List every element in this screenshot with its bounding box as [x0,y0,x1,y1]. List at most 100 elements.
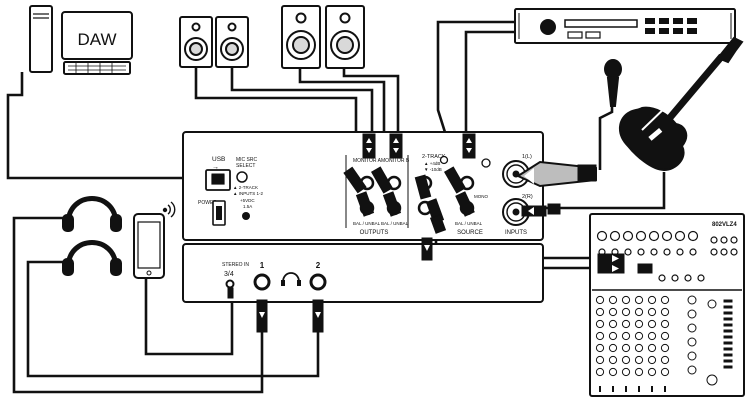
dc-sub-label: 1.5A [243,204,252,209]
mixer-xlr-jack[interactable] [609,230,621,242]
mixer-knob[interactable] [647,331,657,341]
bal-unbal-b-label: BAL / UNBAL [381,221,409,226]
mixer-top-jacks [596,230,738,282]
mixer-xlr-jack[interactable] [648,230,660,242]
mixer-master-knob[interactable] [687,323,697,333]
mixer-knob[interactable] [608,295,618,305]
phones-1-jack[interactable] [253,273,271,291]
mixer-knob[interactable] [660,355,670,365]
mixer-master-knob[interactable] [687,337,697,347]
mixer-aux-jack[interactable] [720,236,728,244]
dc-power-jack[interactable] [242,212,250,220]
mixer-knob[interactable] [634,295,644,305]
mono-button[interactable] [481,158,491,168]
mixer-knob[interactable] [608,367,618,377]
mixer-knob[interactable] [608,355,618,365]
mixer-knob[interactable] [621,319,631,329]
plug-output-down [421,237,433,261]
mixer-knob[interactable] [621,343,631,353]
mixer-knob[interactable] [608,319,618,329]
mixer-knob[interactable] [621,295,631,305]
phones-2-jack[interactable] [309,273,327,291]
mixer-knob[interactable] [595,319,605,329]
mixer-output-jack[interactable] [658,274,666,282]
mixer-output-jack[interactable] [684,274,692,282]
mixer-main-knob[interactable] [706,374,718,386]
mixer-xlr-jack[interactable] [687,230,699,242]
mixer-master-knob[interactable] [687,295,697,305]
mixer-line-jack[interactable] [663,248,671,256]
mixer-knob[interactable] [595,331,605,341]
headphones-1 [62,196,122,232]
mixer-aux-jack[interactable] [710,248,718,256]
plug-monitor-b-left [370,166,394,194]
mixer-output-jack[interactable] [697,274,705,282]
mixer-knob[interactable] [621,331,631,341]
level-switch[interactable] [439,155,449,165]
mixer-knob[interactable] [647,355,657,365]
mixer-xlr-jack[interactable] [596,230,608,242]
phones-1-number: 1 [260,261,265,270]
mixer-knob[interactable] [608,331,618,341]
mixer-knob[interactable] [608,343,618,353]
mixer-knob[interactable] [660,331,670,341]
mixer-knob[interactable] [634,331,644,341]
headphone-1-cable [12,216,264,394]
select-label: SELECT [236,163,255,169]
mixer-knob[interactable] [660,367,670,377]
mixer-knob[interactable] [595,355,605,365]
mixer-knob[interactable] [660,295,670,305]
mixer-knob[interactable] [647,319,657,329]
mixer-meter-segment [723,311,733,315]
mixer-aux-jack[interactable] [710,236,718,244]
mixer-knob[interactable] [660,343,670,353]
mixer-knob[interactable] [634,367,644,377]
plug-monitor-a-right [355,191,375,217]
mixer-knob[interactable] [621,355,631,365]
cd-knob [540,19,556,35]
mixer-knob[interactable] [647,343,657,353]
mixer-meter-segment [723,341,733,345]
speaker-b-right [325,5,365,69]
mixer-knob[interactable] [621,367,631,377]
mixer-line-jack[interactable] [637,248,645,256]
mixer-knob[interactable] [595,343,605,353]
mixer-aux-jack[interactable] [730,236,738,244]
mixer-knob[interactable] [647,295,657,305]
speaker-a-left [179,16,213,68]
mixer-knob[interactable] [647,307,657,317]
mixer-knob[interactable] [608,307,618,317]
mixer-xlr-jack[interactable] [635,230,647,242]
mixer-knob[interactable] [660,307,670,317]
bal-unbal-a-label: BAL / UNBAL [353,221,381,226]
mixer-knob[interactable] [634,319,644,329]
mixer-knob[interactable] [621,307,631,317]
mixer-line-jack[interactable] [676,248,684,256]
mixer-xlr-jack[interactable] [674,230,686,242]
mixer-knob[interactable] [660,319,670,329]
mixer-line-jack[interactable] [624,248,632,256]
mixer-master-knob[interactable] [687,309,697,319]
mixer-aux-jack[interactable] [730,248,738,256]
plug-mixer-2 [597,263,625,274]
mixer-xlr-jack[interactable] [622,230,634,242]
stereo-in-jack[interactable] [225,279,235,289]
mic-src-select-button[interactable] [236,171,248,183]
mixer-master-knob[interactable] [687,365,697,375]
mixer-line-jack[interactable] [650,248,658,256]
mixer-knob[interactable] [595,295,605,305]
mixer-knob[interactable] [634,343,644,353]
monitor-a-label: MONITOR A [353,158,382,164]
mixer-master-knob[interactable] [707,299,717,309]
mixer-line-jack[interactable] [689,248,697,256]
mixer-knob[interactable] [647,367,657,377]
mixer-aux-jack[interactable] [720,248,728,256]
mixer-knob[interactable] [595,367,605,377]
mixer-xlr-jack[interactable] [661,230,673,242]
mixer-knob[interactable] [634,307,644,317]
mixer-master-knob[interactable] [687,351,697,361]
mixer-knob[interactable] [634,355,644,365]
mixer-knob[interactable] [595,307,605,317]
cd-buttons [645,18,697,34]
mixer-output-jack[interactable] [671,274,679,282]
